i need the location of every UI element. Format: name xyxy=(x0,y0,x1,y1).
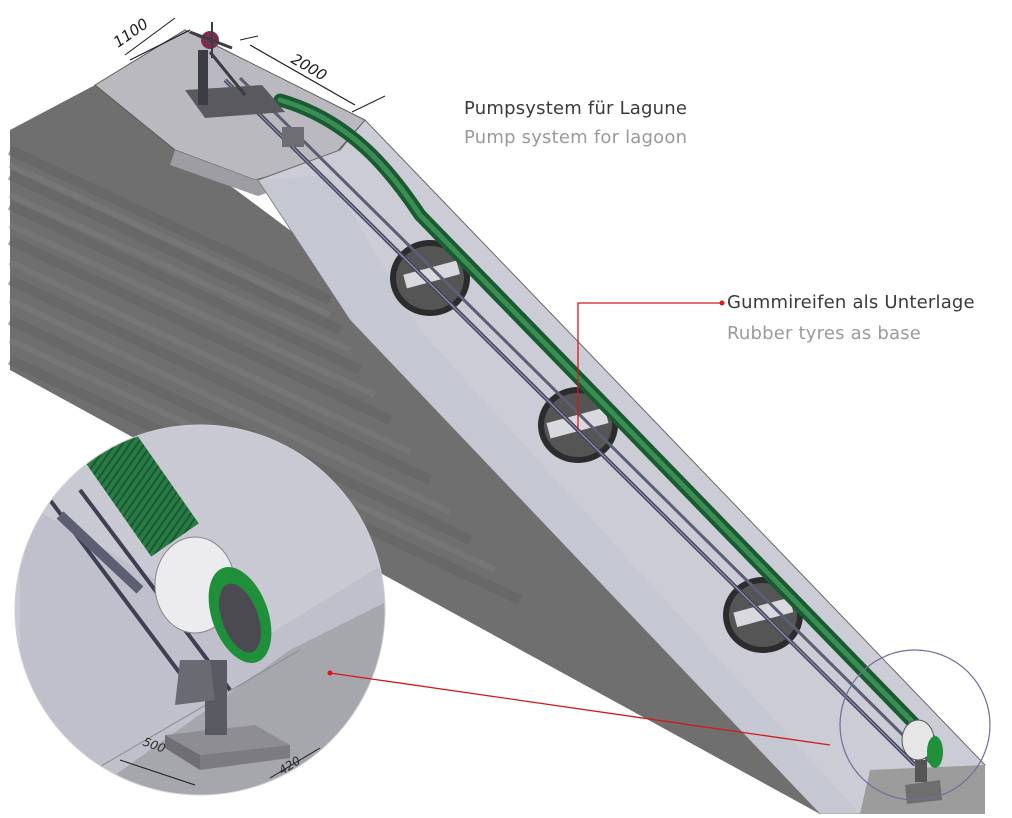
pump-small xyxy=(901,719,943,782)
rail-frame xyxy=(223,76,932,767)
rubber-tyres-label-en: Rubber tyres as base xyxy=(727,323,922,344)
rubber-tyres-label-de: Gummireifen als Unterlage xyxy=(727,292,975,313)
pump-system-label-de: Pumpsystem für Lagune xyxy=(464,98,688,119)
tyre-callout xyxy=(577,300,725,430)
winch-assembly xyxy=(185,22,304,147)
tyre-1 xyxy=(390,240,470,316)
hose xyxy=(273,93,937,747)
detail-marker-circle xyxy=(839,649,991,801)
pump-system-label-en: Pump system for lagoon xyxy=(464,127,688,148)
detail-zoom-view: 500 420 xyxy=(14,424,386,796)
zoom-callout xyxy=(327,670,831,746)
dimension-1100: 1100 xyxy=(110,15,152,52)
